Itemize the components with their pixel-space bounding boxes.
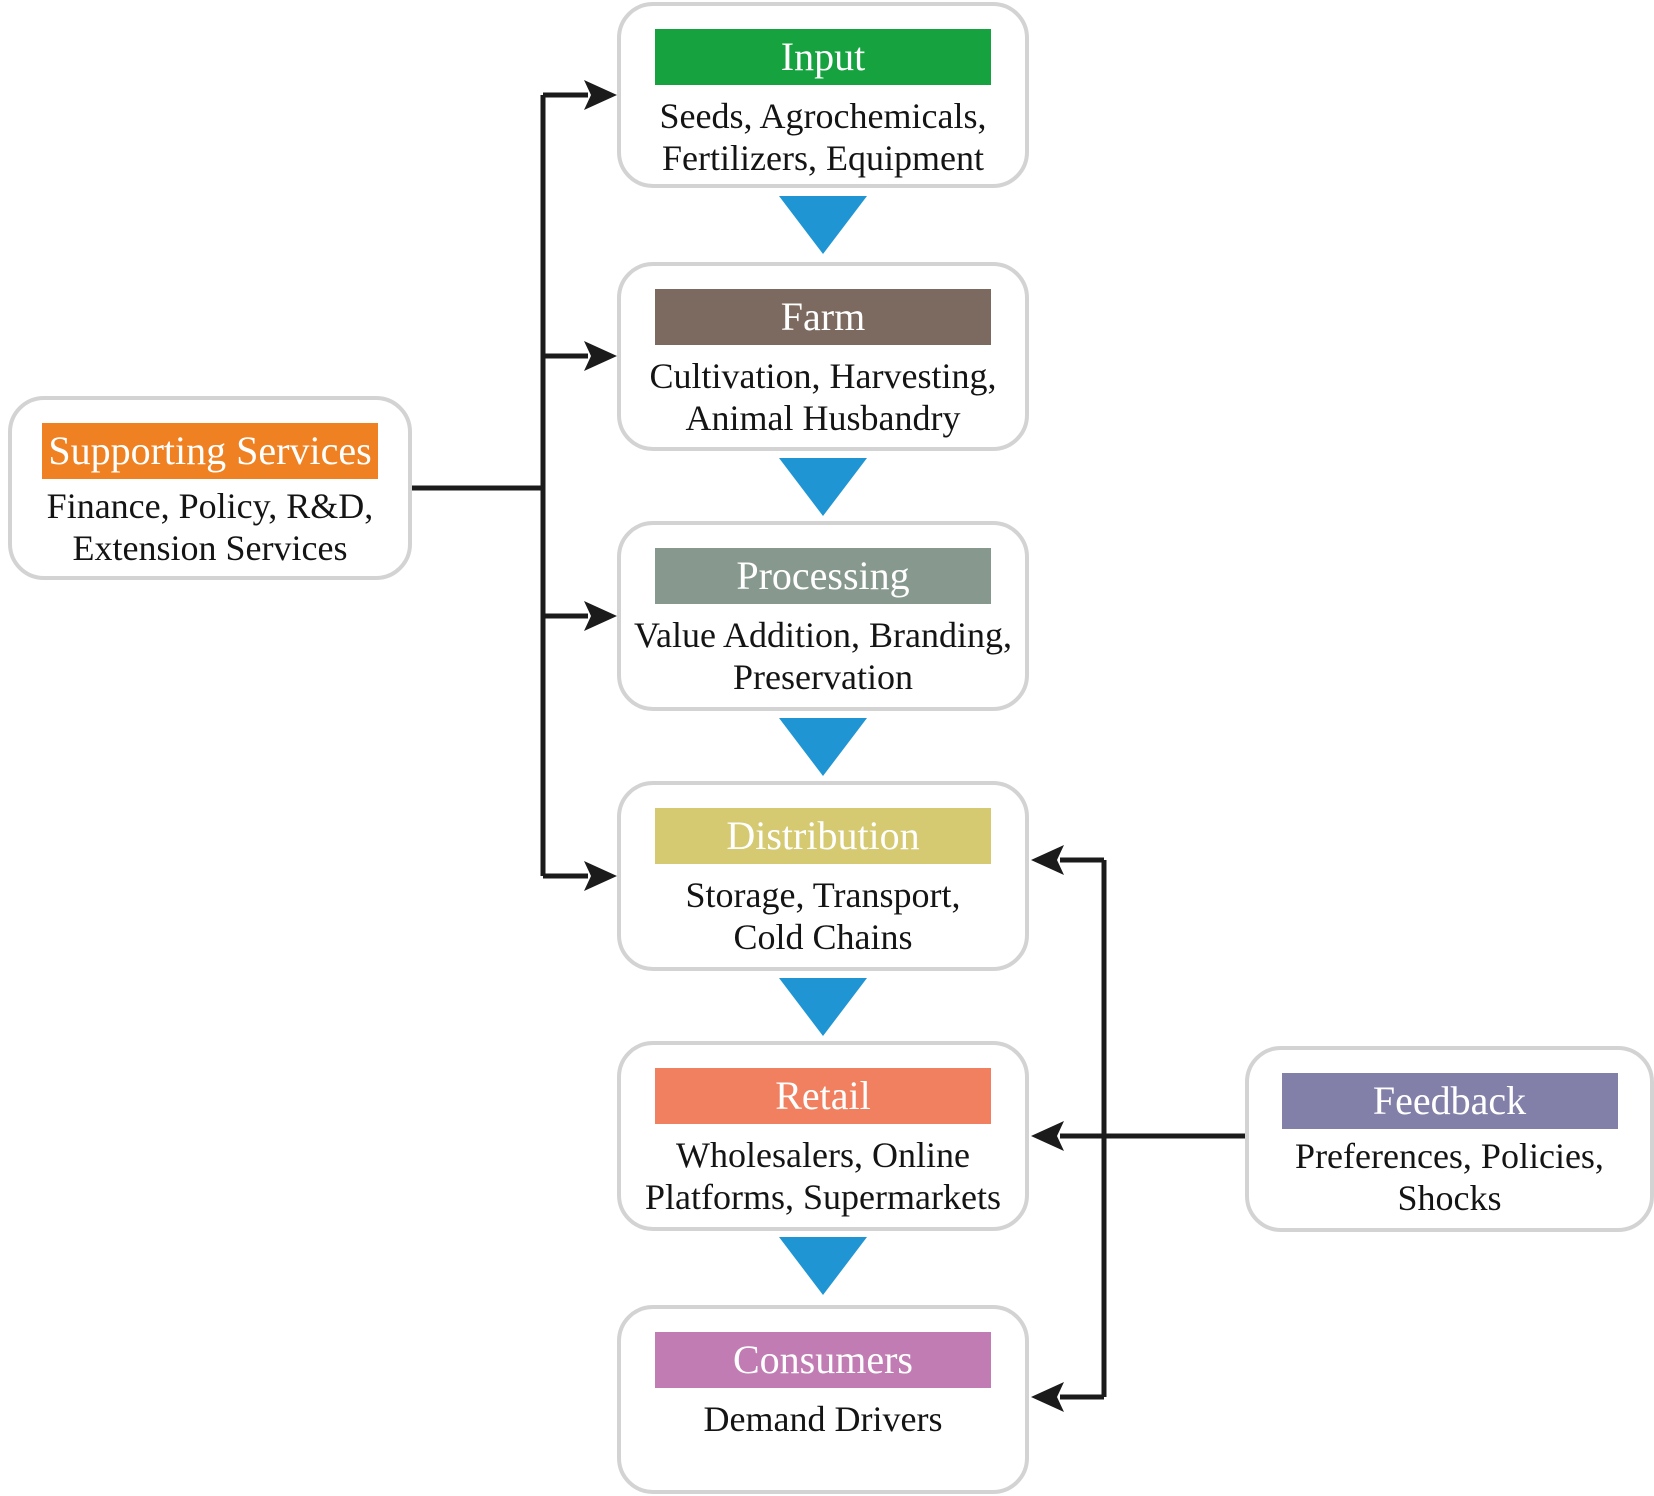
node-input: Input Seeds, Agrochemicals, Fertilizers,… bbox=[617, 2, 1029, 188]
node-consumers-header: Consumers bbox=[655, 1332, 991, 1388]
detail-line: Animal Husbandry bbox=[685, 398, 961, 438]
detail-line: Shocks bbox=[1397, 1178, 1502, 1218]
arrowhead-icon bbox=[584, 601, 617, 631]
flow-arrow-icon bbox=[779, 196, 867, 254]
detail-line: Value Addition, Branding, bbox=[634, 615, 1012, 655]
node-distribution-detail: Storage, Transport, Cold Chains bbox=[621, 874, 1025, 958]
detail-line: Fertilizers, Equipment bbox=[662, 138, 984, 178]
node-farm: Farm Cultivation, Harvesting, Animal Hus… bbox=[617, 262, 1029, 451]
node-input-header: Input bbox=[655, 29, 991, 85]
node-feedback: Feedback Preferences, Policies, Shocks bbox=[1245, 1046, 1654, 1232]
node-supporting-services: Supporting Services Finance, Policy, R&D… bbox=[8, 396, 412, 580]
detail-line: Seeds, Agrochemicals, bbox=[659, 96, 987, 136]
node-retail-header: Retail bbox=[655, 1068, 991, 1124]
arrowhead-icon bbox=[584, 861, 617, 891]
node-feedback-detail: Preferences, Policies, Shocks bbox=[1249, 1135, 1650, 1219]
node-processing-header: Processing bbox=[655, 548, 991, 604]
detail-line: Wholesalers, Online bbox=[676, 1135, 970, 1175]
node-distribution: Distribution Storage, Transport, Cold Ch… bbox=[617, 781, 1029, 971]
detail-line: Demand Drivers bbox=[703, 1399, 943, 1439]
arrowhead-icon bbox=[1031, 1382, 1064, 1412]
node-farm-header: Farm bbox=[655, 289, 991, 345]
flow-arrow-icon bbox=[779, 1237, 867, 1295]
detail-line: Storage, Transport, bbox=[685, 875, 961, 915]
connector-line bbox=[412, 92, 588, 879]
detail-line: Platforms, Supermarkets bbox=[645, 1177, 1001, 1217]
flow-arrow-icon bbox=[779, 718, 867, 776]
node-retail: Retail Wholesalers, Online Platforms, Su… bbox=[617, 1041, 1029, 1231]
detail-line: Finance, Policy, R&D, bbox=[46, 486, 374, 526]
detail-line: Cold Chains bbox=[733, 917, 913, 957]
node-processing: Processing Value Addition, Branding, Pre… bbox=[617, 521, 1029, 711]
node-consumers: Consumers Demand Drivers bbox=[617, 1305, 1029, 1494]
node-distribution-header: Distribution bbox=[655, 808, 991, 864]
connector-line bbox=[1060, 857, 1245, 1400]
node-retail-detail: Wholesalers, Online Platforms, Supermark… bbox=[621, 1134, 1025, 1218]
node-farm-detail: Cultivation, Harvesting, Animal Husbandr… bbox=[621, 355, 1025, 439]
detail-line: Preferences, Policies, bbox=[1295, 1136, 1604, 1176]
arrowhead-icon bbox=[1031, 845, 1064, 875]
detail-line: Extension Services bbox=[72, 528, 348, 568]
detail-line: Preservation bbox=[733, 657, 913, 697]
node-supporting-services-header: Supporting Services bbox=[42, 423, 378, 479]
node-consumers-detail: Demand Drivers bbox=[621, 1398, 1025, 1440]
arrowhead-icon bbox=[584, 80, 617, 110]
node-feedback-header: Feedback bbox=[1281, 1073, 1618, 1129]
flow-arrow-icon bbox=[779, 978, 867, 1036]
node-input-detail: Seeds, Agrochemicals, Fertilizers, Equip… bbox=[621, 95, 1025, 179]
arrowhead-icon bbox=[584, 341, 617, 371]
detail-line: Cultivation, Harvesting, bbox=[649, 356, 997, 396]
flow-arrow-icon bbox=[779, 458, 867, 516]
node-processing-detail: Value Addition, Branding, Preservation bbox=[621, 614, 1025, 698]
arrowhead-icon bbox=[1031, 1121, 1064, 1151]
node-supporting-services-detail: Finance, Policy, R&D, Extension Services bbox=[12, 485, 408, 569]
